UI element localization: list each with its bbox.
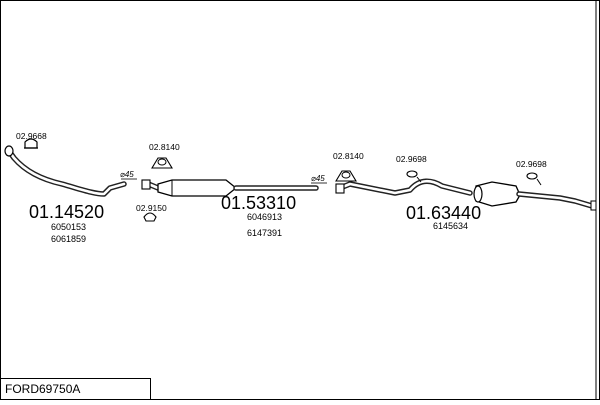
part-number: 01.63440 xyxy=(406,203,481,223)
oem-number: 6050153 xyxy=(51,222,86,232)
accessory-label: 02.9698 xyxy=(396,154,427,164)
hanger-icon xyxy=(335,170,357,182)
accessory-label: 02.9698 xyxy=(516,159,547,169)
part-number: 01.14520 xyxy=(29,202,104,222)
diagram-title: FORD69750A xyxy=(5,382,80,396)
rear-flange xyxy=(335,183,345,194)
rubber-mount-icon xyxy=(526,172,542,186)
oem-number: 6046913 xyxy=(247,212,282,222)
oem-number: 6147391 xyxy=(247,228,282,238)
accessory-label: 02.8140 xyxy=(149,142,180,152)
accessory-label: 02.9668 xyxy=(16,131,47,141)
accessory-label: 02.8140 xyxy=(333,151,364,161)
rear-muffler xyxy=(335,178,597,211)
clamp-icon xyxy=(24,138,38,149)
accessory-label: 02.9150 xyxy=(136,203,167,213)
center-muffler xyxy=(141,179,319,197)
oem-number: 6061859 xyxy=(51,234,86,244)
gasket-icon xyxy=(143,212,157,222)
rubber-mount-icon xyxy=(406,170,422,183)
oem-number: 6145634 xyxy=(433,221,468,231)
front-pipe xyxy=(4,145,127,197)
center-flange xyxy=(141,179,151,190)
tailpipe-end xyxy=(590,200,597,211)
part-number: 01.53310 xyxy=(221,193,296,213)
diameter-label: ⌀45 xyxy=(311,174,325,183)
hanger-icon xyxy=(151,157,173,169)
diameter-label: ⌀45 xyxy=(120,170,134,179)
front-flange xyxy=(4,145,14,157)
